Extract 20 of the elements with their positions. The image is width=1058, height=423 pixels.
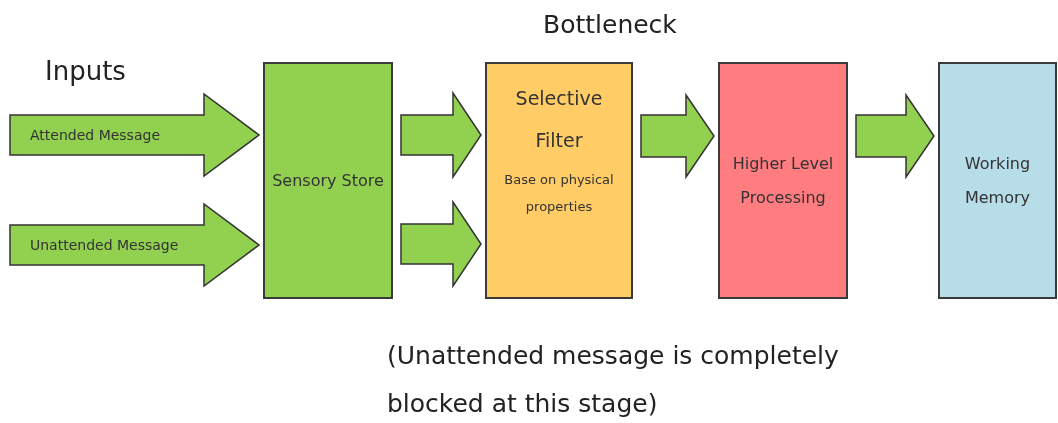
box-note: Base on physical properties xyxy=(503,170,615,216)
block-arrow xyxy=(400,90,482,180)
edge-label: Unattended Message xyxy=(30,238,179,252)
stage-caption: Bottleneck xyxy=(543,10,677,39)
edge-label: Attended Message xyxy=(30,128,160,142)
block-arrow xyxy=(9,202,261,288)
box-title: Sensory Store xyxy=(272,169,384,192)
process-box xyxy=(938,62,1057,299)
block-arrow xyxy=(640,92,715,180)
note-text: (Unattended message is completely blocked at this stage) xyxy=(387,340,840,420)
process-box xyxy=(718,62,848,299)
process-box xyxy=(485,62,633,299)
block-arrow xyxy=(855,92,935,180)
block-arrow xyxy=(9,92,261,178)
box-title: Working Memory xyxy=(963,152,1032,209)
box-title: Higher Level Processing xyxy=(731,152,835,209)
block-arrow xyxy=(400,199,482,289)
inputs-heading: Inputs xyxy=(45,55,127,88)
box-title: Selective Filter xyxy=(514,86,604,153)
process-box xyxy=(263,62,393,299)
